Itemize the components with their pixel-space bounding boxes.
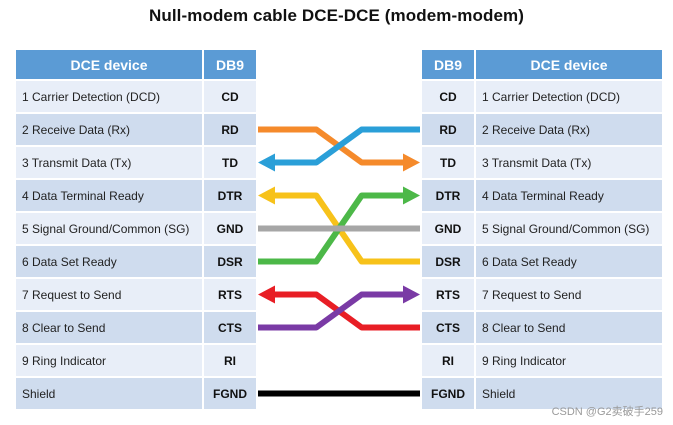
- pin-name: CD: [204, 81, 256, 112]
- signal-description: 5 Signal Ground/Common (SG): [16, 213, 202, 244]
- signal-description: 4 Data Terminal Ready: [16, 180, 202, 211]
- pin-name: RTS: [204, 279, 256, 310]
- signal-description: Shield: [16, 378, 202, 409]
- signal-description: 8 Clear to Send: [476, 312, 662, 343]
- signal-description: 1 Carrier Detection (DCD): [16, 81, 202, 112]
- signal-description: 2 Receive Data (Rx): [16, 114, 202, 145]
- pin-name: FGND: [422, 378, 474, 409]
- right-device-header: DCE device: [476, 50, 662, 79]
- arrowhead: [258, 153, 275, 172]
- left-row: 1 Carrier Detection (DCD)CD: [16, 81, 256, 112]
- pin-name: CD: [422, 81, 474, 112]
- signal-description: 1 Carrier Detection (DCD): [476, 81, 662, 112]
- signal-description: 3 Transmit Data (Tx): [476, 147, 662, 178]
- left-device-header: DCE device: [16, 50, 202, 79]
- left-header-row: DCE device DB9: [16, 50, 256, 79]
- right-header-row: DB9 DCE device: [422, 50, 662, 79]
- signal-description: 9 Ring Indicator: [16, 345, 202, 376]
- wire-line: [269, 291, 420, 331]
- pin-name: RI: [422, 345, 474, 376]
- wire-line: [269, 126, 420, 166]
- pin-name: TD: [422, 147, 474, 178]
- wire-td-to-rd: [258, 126, 420, 172]
- right-pin-header: DB9: [422, 50, 474, 79]
- signal-description: 6 Data Set Ready: [476, 246, 662, 277]
- signal-description: 8 Clear to Send: [16, 312, 202, 343]
- pin-name: DTR: [422, 180, 474, 211]
- signal-description: 7 Request to Send: [476, 279, 662, 310]
- pin-name: CTS: [204, 312, 256, 343]
- pin-name: DSR: [204, 246, 256, 277]
- left-row: 3 Transmit Data (Tx)TD: [16, 147, 256, 178]
- pin-name: GND: [204, 213, 256, 244]
- left-dce-table: DCE device DB9 1 Carrier Detection (DCD)…: [14, 48, 258, 411]
- pin-name: DSR: [422, 246, 474, 277]
- arrowhead: [258, 285, 275, 304]
- pin-name: CTS: [422, 312, 474, 343]
- pin-name: TD: [204, 147, 256, 178]
- wire-cts-to-rts: [258, 285, 420, 331]
- watermark: CSDN @G2卖破手259: [551, 406, 663, 418]
- signal-description: 4 Data Terminal Ready: [476, 180, 662, 211]
- pin-name: RD: [204, 114, 256, 145]
- pin-name: RD: [422, 114, 474, 145]
- pin-name: DTR: [204, 180, 256, 211]
- signal-description: 5 Signal Ground/Common (SG): [476, 213, 662, 244]
- arrowhead: [258, 186, 275, 205]
- signal-description: 9 Ring Indicator: [476, 345, 662, 376]
- signal-description: 6 Data Set Ready: [16, 246, 202, 277]
- arrowhead: [403, 285, 420, 304]
- left-pin-header: DB9: [204, 50, 256, 79]
- wire-line: [258, 126, 409, 166]
- pin-name: FGND: [204, 378, 256, 409]
- left-row: 2 Receive Data (Rx)RD: [16, 114, 256, 145]
- signal-description: Shield: [476, 378, 662, 409]
- pin-name: RI: [204, 345, 256, 376]
- pin-name: RTS: [422, 279, 474, 310]
- diagram-title: Null-modem cable DCE-DCE (modem-modem): [148, 6, 524, 25]
- arrowhead: [403, 153, 420, 172]
- arrowhead: [403, 186, 420, 205]
- signal-description: 7 Request to Send: [16, 279, 202, 310]
- left-row: 5 Signal Ground/Common (SG)GND: [16, 213, 256, 244]
- signal-description: 2 Receive Data (Rx): [476, 114, 662, 145]
- wire-line: [258, 291, 409, 331]
- signal-description: 3 Transmit Data (Tx): [16, 147, 202, 178]
- pin-name: GND: [422, 213, 474, 244]
